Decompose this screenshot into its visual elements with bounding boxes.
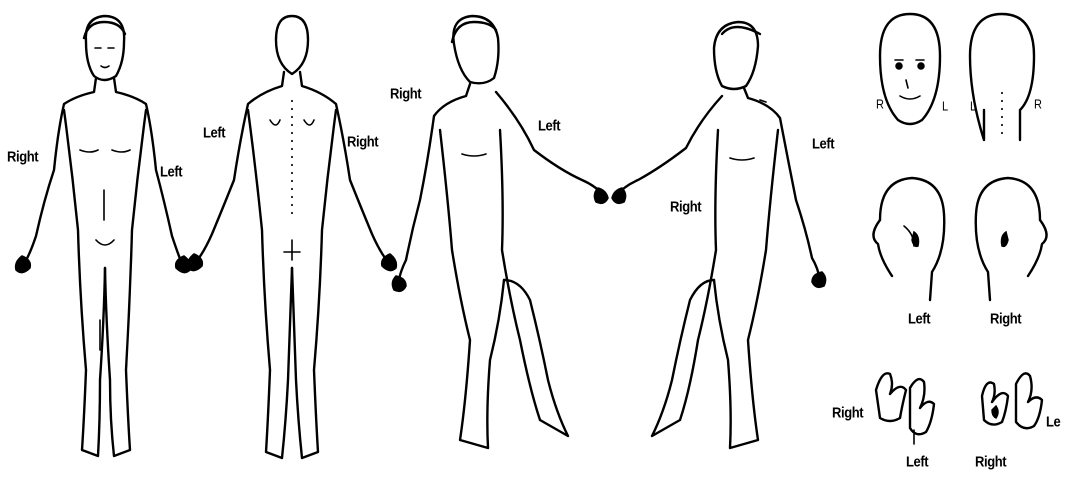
front-view-left-label: Left [160, 163, 182, 180]
hands-2-right-label: Right [975, 453, 1006, 470]
side-view-figure-1 [392, 16, 608, 448]
side-view-2-right-label: Right [670, 198, 701, 215]
head-side-left-label: Left [908, 310, 930, 327]
head-side-right-figure [976, 178, 1047, 300]
front-view-right-label: Right [7, 148, 38, 165]
side-view-1-left-label: Left [538, 117, 560, 134]
hands-pair-2 [982, 373, 1042, 428]
side-view-1-right-label: Right [390, 85, 421, 102]
head-back-l-label: L [970, 100, 976, 114]
back-view-left-label: Left [203, 124, 225, 141]
back-view-right-label: Right [347, 133, 378, 150]
side-view-2-left-label: Left [812, 135, 834, 152]
back-view-figure [188, 16, 397, 458]
head-side-left-figure [873, 178, 944, 300]
head-front-r-label: R [876, 98, 884, 112]
head-front-figure [880, 14, 940, 124]
hands-pair-1 [876, 373, 934, 444]
hands-1-left-label: Left [906, 453, 928, 470]
head-side-right-label: Right [990, 310, 1021, 327]
side-view-figure-2 [612, 22, 826, 448]
head-back-figure [970, 14, 1034, 140]
hands-1-right-label: Right [832, 404, 863, 421]
front-view-figure [16, 16, 191, 456]
head-front-l-label: L [942, 100, 948, 114]
head-back-r-label: R [1034, 98, 1042, 112]
hands-2-left-label: Le [1046, 413, 1060, 430]
